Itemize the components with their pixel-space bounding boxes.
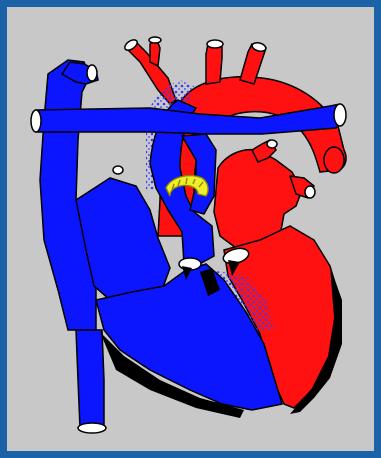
pulmonary-branch-left-end bbox=[31, 110, 41, 132]
right-carotid-end bbox=[149, 37, 161, 43]
pulmonary-vein-left-end bbox=[113, 166, 123, 174]
pulmonary-branch-right-end bbox=[334, 104, 346, 126]
ivc-end bbox=[78, 423, 106, 433]
inferior-vena-cava-icon bbox=[76, 330, 104, 428]
pulmonary-vein-upper-end bbox=[267, 140, 277, 148]
svc-end bbox=[87, 65, 97, 81]
left-carotid-end bbox=[207, 40, 223, 48]
pulmonary-vein-right-end bbox=[305, 186, 315, 198]
descending-aorta-end bbox=[324, 147, 344, 173]
left-carotid-artery-icon bbox=[206, 44, 222, 84]
